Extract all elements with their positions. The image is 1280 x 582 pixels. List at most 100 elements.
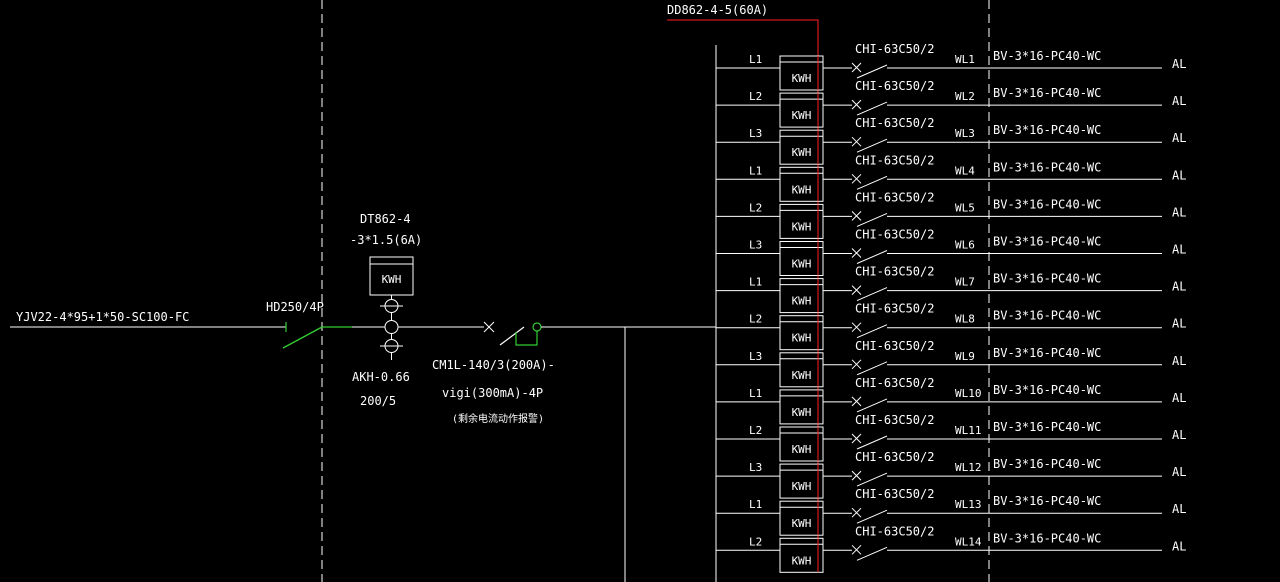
destination-label: AL	[1172, 502, 1186, 516]
cable-label: BV-3*16-PC40-WC	[993, 531, 1101, 545]
kwh-meter-text: KWH	[792, 517, 812, 530]
cable-label: BV-3*16-PC40-WC	[993, 494, 1101, 508]
destination-label: AL	[1172, 465, 1186, 479]
kwh-meter-text: KWH	[792, 146, 812, 159]
kwh-meter-text: KWH	[792, 443, 812, 456]
circuit-id: WL12	[955, 461, 982, 474]
breaker-blade	[856, 361, 888, 376]
cable-label: BV-3*16-PC40-WC	[993, 383, 1101, 397]
breaker-label: CHI-63C50/2	[855, 190, 934, 204]
cable-label: BV-3*16-PC40-WC	[993, 346, 1101, 360]
breaker-blade	[856, 509, 888, 524]
phase-label: L3	[749, 239, 762, 252]
kwh-meter-text: KWH	[792, 406, 812, 419]
circuit-id: WL8	[955, 313, 975, 326]
cable-label: BV-3*16-PC40-WC	[993, 309, 1101, 323]
destination-label: AL	[1172, 57, 1186, 71]
cable-label: BV-3*16-PC40-WC	[993, 272, 1101, 286]
breaker-blade	[856, 435, 888, 450]
breaker-label: CHI-63C50/2	[855, 265, 934, 279]
phase-label: L1	[749, 164, 762, 177]
breaker-label: CHI-63C50/2	[855, 228, 934, 242]
meter-model-label: DT862-4	[360, 212, 411, 226]
breaker-blade	[856, 398, 888, 413]
phase-label: L2	[749, 313, 762, 326]
breaker-x-stroke	[851, 173, 862, 184]
phase-label: L3	[749, 350, 762, 363]
phase-label: L2	[749, 90, 762, 103]
main-kwh-meter-text: KWH	[382, 273, 402, 286]
outgoing-meter-label: DD862-4-5(60A)	[667, 3, 768, 17]
phase-label: L2	[749, 424, 762, 437]
phase-label: L1	[749, 53, 762, 66]
destination-label: AL	[1172, 280, 1186, 294]
breaker-x-stroke	[851, 507, 862, 518]
circuit-id: WL13	[955, 498, 982, 511]
breaker-x-stroke	[851, 136, 862, 147]
main-breaker-x2	[483, 321, 495, 333]
cable-label: BV-3*16-PC40-WC	[993, 457, 1101, 471]
breaker-label: CHI-63C50/2	[855, 524, 934, 538]
destination-label: AL	[1172, 131, 1186, 145]
main-breaker-label-2: vigi(300mA)-4P	[442, 386, 543, 400]
ct-ratio-label: 200/5	[360, 394, 396, 408]
circuit-id: WL1	[955, 53, 975, 66]
circuit-id: WL2	[955, 90, 975, 103]
breaker-label: CHI-63C50/2	[855, 79, 934, 93]
kwh-meter-text: KWH	[792, 258, 812, 271]
breaker-label: CHI-63C50/2	[855, 450, 934, 464]
breaker-label: CHI-63C50/2	[855, 487, 934, 501]
breaker-x-stroke	[851, 396, 862, 407]
cable-label: BV-3*16-PC40-WC	[993, 86, 1101, 100]
meter-rating-label: -3*1.5(6A)	[350, 233, 422, 247]
breaker-x-stroke	[851, 359, 862, 370]
main-breaker-terminal	[532, 322, 542, 332]
circuit-id: WL5	[955, 201, 975, 214]
cable-label: BV-3*16-PC40-WC	[993, 49, 1101, 63]
main-breaker-blade	[499, 326, 525, 346]
kwh-meter-text: KWH	[792, 369, 812, 382]
breaker-blade	[856, 250, 888, 264]
circuit-id: WL11	[955, 424, 982, 437]
breaker-x-stroke	[851, 99, 862, 110]
breaker-x-stroke	[851, 544, 862, 555]
circuit-id: WL14	[955, 535, 982, 548]
breaker-blade	[856, 287, 888, 302]
cable-label: BV-3*16-PC40-WC	[993, 160, 1101, 174]
kwh-meter-text: KWH	[792, 480, 812, 493]
breaker-label: CHI-63C50/2	[855, 302, 934, 316]
main-breaker-label-3: (剩余电流动作报警)	[452, 412, 544, 425]
destination-label: AL	[1172, 354, 1186, 368]
breaker-label: CHI-63C50/2	[855, 413, 934, 427]
breaker-x-stroke	[851, 248, 862, 258]
kwh-meter-text: KWH	[792, 220, 812, 233]
breaker-x-stroke	[851, 285, 862, 295]
breaker-x-stroke	[851, 62, 862, 73]
cable-label: BV-3*16-PC40-WC	[993, 235, 1101, 249]
breaker-x-stroke	[851, 470, 862, 481]
breaker-label: CHI-63C50/2	[855, 116, 934, 130]
isolator-blade	[282, 326, 323, 349]
destination-label: AL	[1172, 94, 1186, 108]
circuit-id: WL7	[955, 276, 975, 289]
breaker-blade	[856, 138, 888, 153]
kwh-meter-text: KWH	[792, 332, 812, 345]
breaker-blade	[856, 101, 888, 116]
breaker-label: CHI-63C50/2	[855, 42, 934, 56]
phase-label: L1	[749, 498, 762, 511]
phase-label: L1	[749, 276, 762, 289]
ct-coil-2	[384, 320, 399, 334]
breaker-blade	[856, 64, 888, 79]
incoming-cable-label: YJV22-4*95+1*50-SC100-FC	[16, 310, 189, 324]
